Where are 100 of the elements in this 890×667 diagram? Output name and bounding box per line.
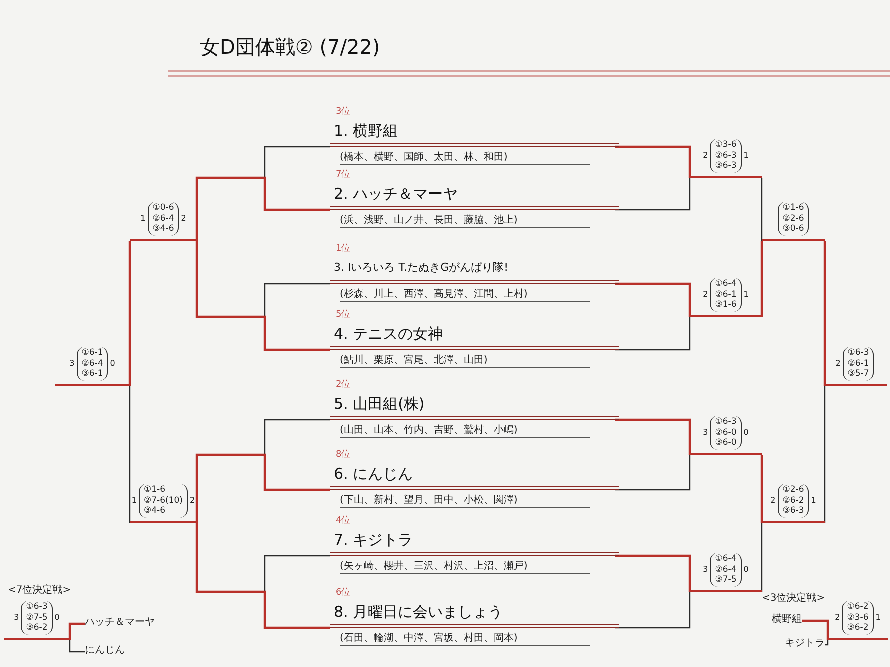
set-score: ③7-5 xyxy=(715,575,737,586)
team-name: 7. キジトラ xyxy=(330,528,619,556)
rank-label: 7位 xyxy=(336,170,351,181)
match-score: 1 xyxy=(744,151,749,161)
bracket-line xyxy=(761,177,763,241)
set-score: ③6-3 xyxy=(782,506,804,517)
set-score: ③6-2 xyxy=(847,623,869,634)
member-list: (下山、新村、望月、田中、小松、関澤) xyxy=(340,494,590,508)
bracket-line xyxy=(69,640,85,653)
set-score: ①2-6 xyxy=(782,485,804,496)
match-score: 2 xyxy=(703,290,708,300)
set-score: ②7-5 xyxy=(26,612,48,624)
bracket-line xyxy=(196,523,330,630)
title: 女D団体戦② (7/22) xyxy=(200,34,380,61)
bracket-line xyxy=(196,176,330,241)
set-score: ①6-4 xyxy=(715,554,737,565)
member-list: (鮎川、栗原、宮尾、北澤、山田) xyxy=(340,354,590,368)
bracket-line xyxy=(825,640,829,646)
match-score: 0 xyxy=(744,428,749,438)
set-score: ②7-6(10) xyxy=(144,496,183,506)
set-score: ①0-6 xyxy=(152,203,174,214)
set-score: ②6-1 xyxy=(715,290,737,300)
team-name: 3. Iいろいろ T.たぬきGがんばり隊! xyxy=(330,256,619,284)
bracket-line xyxy=(128,240,132,386)
match-score: 2 xyxy=(770,496,776,506)
set-score: ②6-2 xyxy=(782,496,804,506)
bracket-line xyxy=(824,240,826,386)
member-list: (石田、輪湖、中澤、宮坂、村田、岡本) xyxy=(340,632,590,646)
match-score: 2 xyxy=(703,151,708,161)
set-score: ③5-7 xyxy=(848,369,870,380)
bracket-line xyxy=(802,620,830,640)
rank-label: 1位 xyxy=(336,244,351,255)
match-score: 2 xyxy=(835,613,840,623)
set-score: ②6-1 xyxy=(848,358,870,370)
set-score: ②6-3 xyxy=(715,150,737,162)
bracket-line xyxy=(129,386,131,524)
bracket-line xyxy=(615,317,691,351)
match-score: 3 xyxy=(14,613,20,623)
bracket-line xyxy=(615,592,691,629)
set-score: ③6-3 xyxy=(715,161,737,172)
team-name: 2. ハッチ＆マーヤ xyxy=(330,182,619,210)
bracket-line xyxy=(196,454,330,523)
set-score: ③0-6 xyxy=(782,224,804,235)
match-score: 3 xyxy=(70,359,75,369)
set-score: ①6-1 xyxy=(82,348,104,359)
bracket-line xyxy=(615,554,692,592)
bracket-line xyxy=(615,455,691,491)
set-score: ②6-4 xyxy=(152,214,174,224)
set-score: ①1-6 xyxy=(144,485,167,496)
match-score: 2 xyxy=(190,496,196,506)
member-list: (矢ヶ崎、櫻井、三沢、村沢、上沼、瀬戸) xyxy=(340,560,590,574)
match-score: 3 xyxy=(703,565,708,575)
set-score: ③1-6 xyxy=(715,300,737,311)
bracket-line xyxy=(824,386,826,524)
rank-label: 5位 xyxy=(336,310,351,321)
team-name: ハッチ＆マーヤ xyxy=(85,616,155,630)
bracket-line xyxy=(760,454,764,523)
match-score: 1 xyxy=(744,290,749,300)
team-name: 横野組 xyxy=(772,613,802,627)
rank-label: 3位 xyxy=(336,107,351,118)
rank-label: 2位 xyxy=(336,380,351,391)
set-score: ①6-4 xyxy=(715,279,737,290)
bracket-line xyxy=(615,146,692,178)
bracket-line xyxy=(761,523,763,593)
bracket-line xyxy=(196,241,330,352)
team-name: 1. 横野組 xyxy=(330,119,619,147)
section-heading: <3位決定戦> xyxy=(762,592,826,606)
set-score: ③6-1 xyxy=(82,369,104,380)
team-name: にんじん xyxy=(85,644,125,658)
section-heading: <7位決定戦> xyxy=(8,584,72,598)
rank-label: 4位 xyxy=(336,516,351,527)
set-score: ②6-4 xyxy=(82,358,104,370)
set-score: ①6-3 xyxy=(715,417,737,428)
set-score: ②6-0 xyxy=(715,428,737,438)
set-score: ③6-0 xyxy=(715,438,737,449)
team-name: キジトラ xyxy=(785,637,825,651)
match-score: 0 xyxy=(744,565,749,575)
bracket-line xyxy=(68,622,85,640)
set-score: ③6-2 xyxy=(26,623,48,634)
set-score: ③4-6 xyxy=(152,224,174,235)
set-score: ③4-6 xyxy=(144,506,167,517)
match-score: 1 xyxy=(811,496,816,506)
bracket-line xyxy=(615,282,692,317)
match-score: 1 xyxy=(132,496,138,506)
set-score: ①1-6 xyxy=(782,203,804,214)
member-list: (杉森、川上、西澤、高見澤、江間、上村) xyxy=(340,288,590,302)
rank-label: 6位 xyxy=(336,588,351,599)
set-score: ①6-3 xyxy=(848,348,870,359)
team-name: 4. テニスの女神 xyxy=(330,322,619,350)
match-score: 3 xyxy=(703,428,708,438)
match-score: 1 xyxy=(140,214,146,224)
match-score: 0 xyxy=(54,613,60,623)
bracket-line xyxy=(615,178,691,211)
member-list: (山田、山本、竹内、吉野、鷲村、小嶋) xyxy=(340,424,590,438)
team-name: 5. 山田組(株) xyxy=(330,392,619,420)
member-list: (橋本、横野、国師、太田、林、和田) xyxy=(340,151,590,165)
member-list: (浜、浅野、山ノ井、長田、藤脇、池上) xyxy=(340,214,590,228)
rank-label: 8位 xyxy=(336,450,351,461)
team-name: 8. 月曜日に会いましょう xyxy=(330,600,619,628)
set-score: ①3-6 xyxy=(715,140,737,151)
